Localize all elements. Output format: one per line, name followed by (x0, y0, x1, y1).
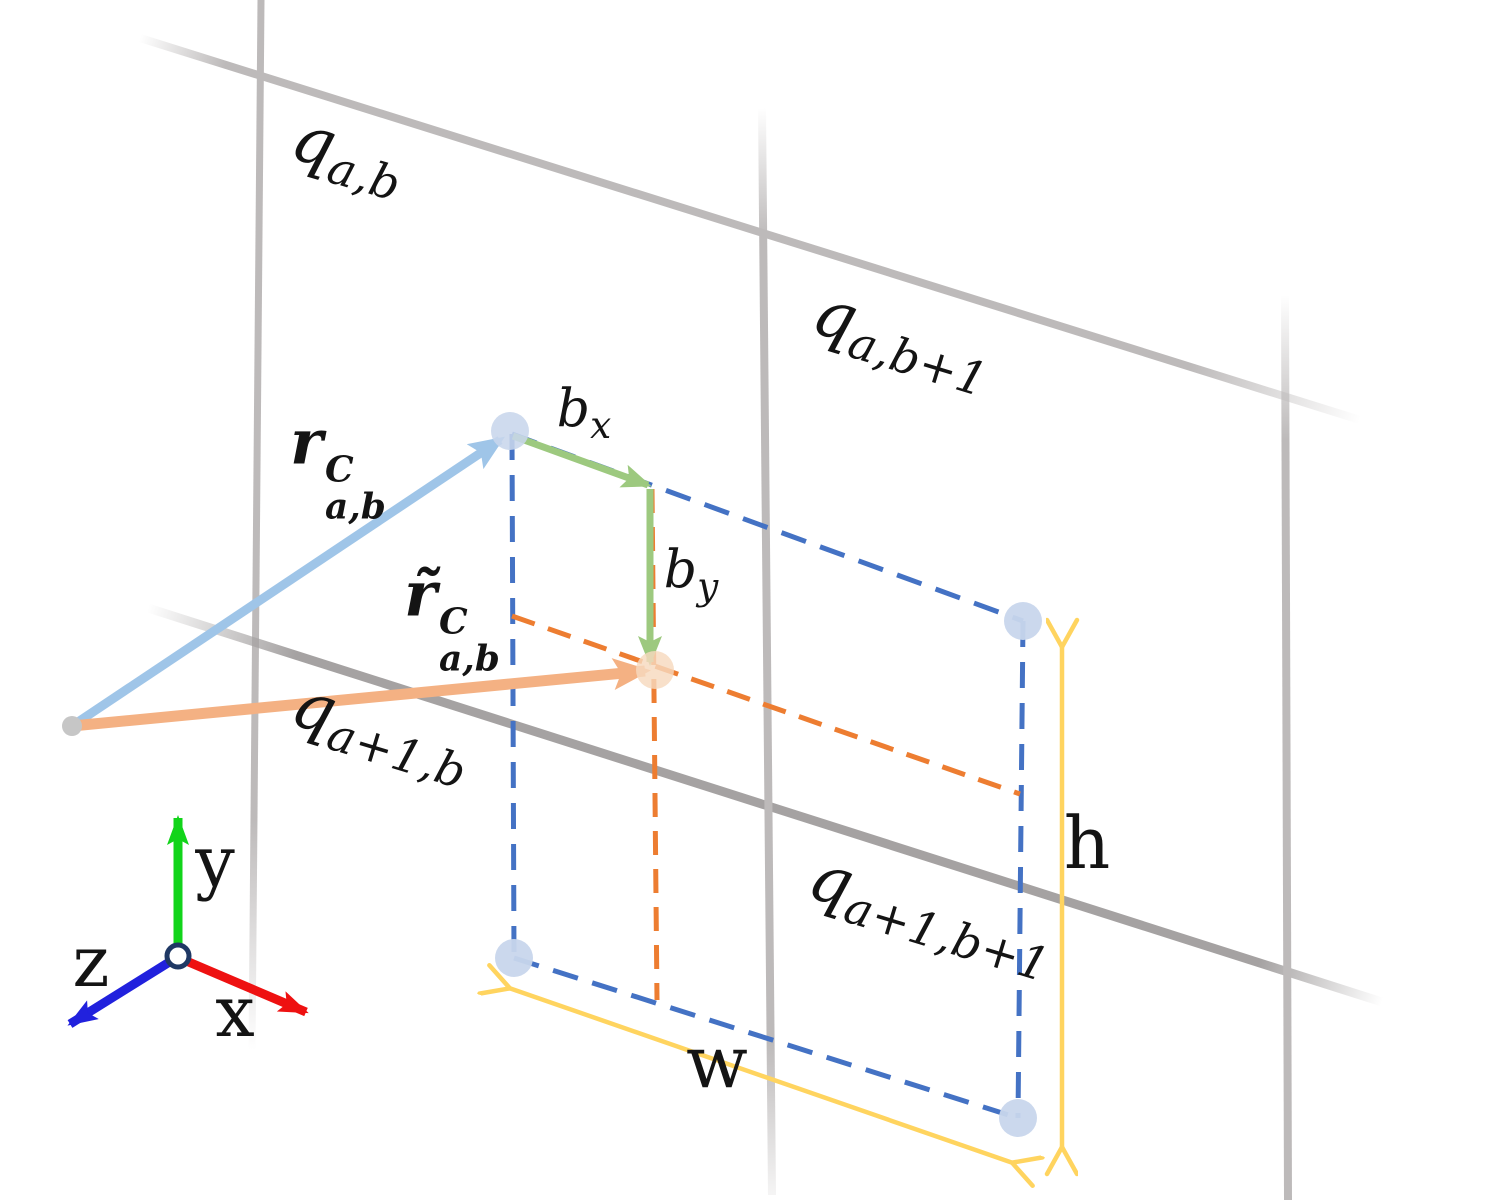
grid-line-right-vertical (1281, 294, 1292, 1200)
grid-line-top-horizontal (138, 34, 1362, 424)
patch-corner-dot-top-left (491, 412, 529, 450)
r-base: r (290, 405, 323, 479)
vector-arrow-r-tilde (71, 658, 651, 732)
grid-line-middle-vertical (758, 107, 776, 1196)
bx-subscript: x (590, 402, 612, 447)
axis-label-z: z (72, 921, 110, 1003)
r-tilde-subscript: a,b (438, 636, 500, 679)
axis-arrow-x (182, 955, 309, 1017)
camera-origin-dot (62, 716, 82, 736)
offset-arrow-bx (511, 432, 652, 489)
r-tilde-superscript: C (438, 600, 468, 643)
patch-edge-left-dashed (509, 433, 517, 959)
axis-arrow-z (67, 957, 174, 1028)
corrected-point-dot (636, 651, 674, 689)
axis-origin-circle (164, 942, 192, 970)
vector-arrow-r (69, 436, 505, 730)
height-label: h (1063, 801, 1111, 885)
axis-label-x: x (215, 971, 255, 1053)
patch-corner-dot-bottom-left (495, 939, 533, 977)
patch-edge-bottom-dashed (513, 955, 1019, 1121)
r-tilde-base: r̃ (404, 557, 437, 631)
axis-label-y: y (195, 821, 235, 903)
bx-base: b (556, 379, 591, 440)
r-superscript: C (324, 448, 354, 491)
by-base: b (663, 540, 698, 601)
r-subscript: a,b (324, 484, 386, 527)
patch-corner-dot-top-right (1004, 602, 1042, 640)
width-label: w (686, 1020, 748, 1104)
offset-label-by: by (664, 545, 718, 606)
grid-line-left-vertical (248, 0, 265, 1051)
width-extent-arrow (509, 988, 1013, 1163)
patch-edge-right-dashed (1015, 620, 1026, 1119)
center-row-dashed-line (511, 613, 1021, 797)
offset-label-bx: bx (557, 384, 611, 445)
patch-corner-dot-bottom-right (999, 1099, 1037, 1137)
by-subscript: y (697, 563, 719, 608)
